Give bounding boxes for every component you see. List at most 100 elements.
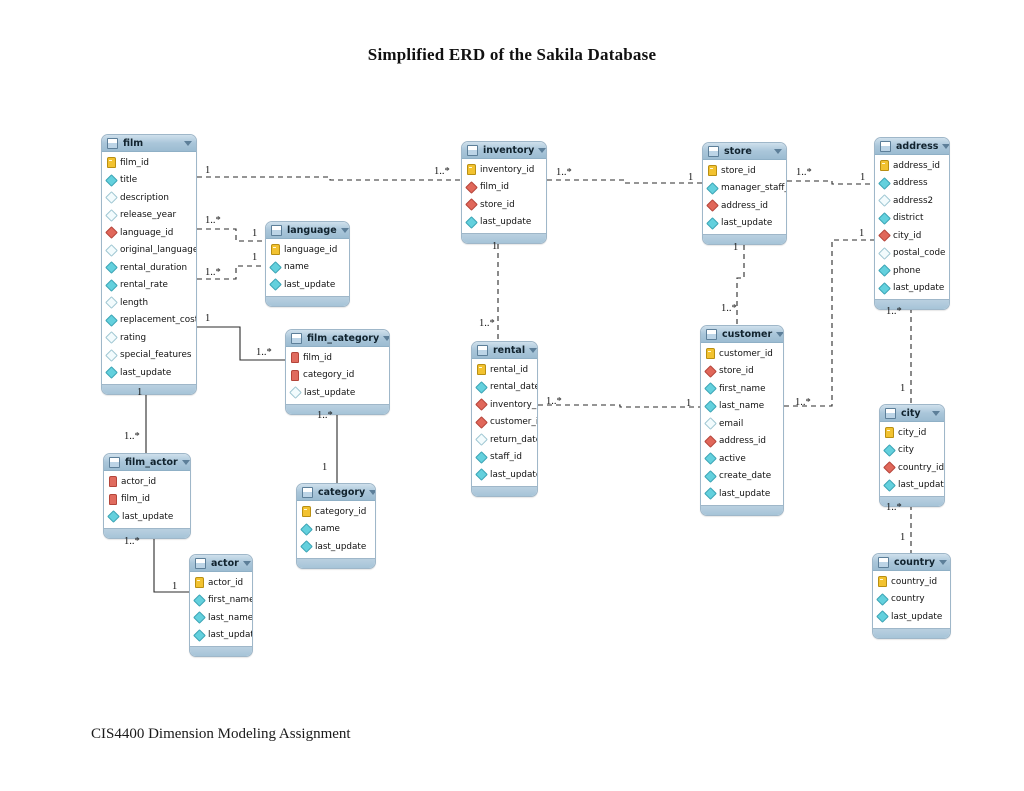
entity-header-inventory[interactable]: inventory	[462, 142, 546, 159]
column-row[interactable]: rating	[102, 329, 196, 347]
entity-header-film[interactable]: film	[102, 135, 196, 152]
column-row[interactable]: country_id	[880, 459, 944, 477]
column-row[interactable]: inventory_id	[472, 396, 537, 414]
column-row[interactable]: last_update	[873, 608, 950, 626]
column-row[interactable]: original_language_id	[102, 242, 196, 260]
entity-header-category[interactable]: category	[297, 484, 375, 501]
column-row[interactable]: special_features	[102, 347, 196, 365]
column-row[interactable]: last_update	[701, 485, 783, 503]
entity-rental[interactable]: rental rental_idrental_dateinventory_idcu…	[471, 341, 538, 497]
column-row[interactable]: last_update	[297, 538, 375, 556]
column-row[interactable]: store_id	[701, 363, 783, 381]
column-row[interactable]: address	[875, 175, 949, 193]
column-row[interactable]: address_id	[875, 157, 949, 175]
column-row[interactable]: address_id	[701, 433, 783, 451]
column-row[interactable]: language_id	[266, 241, 349, 259]
entity-header-country[interactable]: country	[873, 554, 950, 571]
column-row[interactable]: last_update	[190, 627, 252, 645]
column-row[interactable]: return_date	[472, 431, 537, 449]
column-row[interactable]: rental_rate	[102, 277, 196, 295]
chevron-down-icon[interactable]	[369, 489, 375, 495]
column-row[interactable]: film_id	[286, 349, 389, 367]
column-row[interactable]: release_year	[102, 207, 196, 225]
chevron-down-icon[interactable]	[242, 560, 251, 566]
column-row[interactable]: length	[102, 294, 196, 312]
chevron-down-icon[interactable]	[774, 148, 782, 154]
column-row[interactable]: city_id	[880, 424, 944, 442]
entity-header-language[interactable]: language	[266, 222, 349, 239]
column-row[interactable]: category_id	[297, 503, 375, 521]
column-row[interactable]: description	[102, 189, 196, 207]
column-row[interactable]: staff_id	[472, 449, 537, 467]
column-row[interactable]: film_id	[102, 154, 196, 172]
chevron-down-icon[interactable]	[538, 147, 546, 153]
column-row[interactable]: name	[266, 259, 349, 277]
column-row[interactable]: store_id	[462, 196, 546, 214]
chevron-down-icon[interactable]	[932, 410, 940, 416]
column-row[interactable]: category_id	[286, 367, 389, 385]
entity-header-store[interactable]: store	[703, 143, 786, 160]
chevron-down-icon[interactable]	[340, 227, 349, 233]
column-row[interactable]: first_name	[190, 592, 252, 610]
chevron-down-icon[interactable]	[942, 143, 949, 149]
chevron-down-icon[interactable]	[529, 347, 537, 353]
column-row[interactable]: rental_date	[472, 379, 537, 397]
column-row[interactable]: store_id	[703, 162, 786, 180]
column-row[interactable]: city	[880, 442, 944, 460]
chevron-down-icon[interactable]	[184, 140, 192, 146]
column-row[interactable]: create_date	[701, 468, 783, 486]
entity-header-customer[interactable]: customer	[701, 326, 783, 343]
column-row[interactable]: address2	[875, 192, 949, 210]
column-row[interactable]: last_update	[880, 477, 944, 495]
chevron-down-icon[interactable]	[383, 335, 389, 341]
column-row[interactable]: email	[701, 415, 783, 433]
column-row[interactable]: actor_id	[190, 574, 252, 592]
column-row[interactable]: country	[873, 591, 950, 609]
chevron-down-icon[interactable]	[939, 559, 948, 565]
column-row[interactable]: address_id	[703, 197, 786, 215]
column-row[interactable]: last_update	[104, 508, 190, 526]
column-row[interactable]: last_update	[462, 214, 546, 232]
column-row[interactable]: rental_id	[472, 361, 537, 379]
entity-header-film_category[interactable]: film_category	[286, 330, 389, 347]
entity-header-actor[interactable]: actor	[190, 555, 252, 572]
column-row[interactable]: last_update	[472, 466, 537, 484]
column-row[interactable]: name	[297, 521, 375, 539]
column-row[interactable]: last_update	[703, 215, 786, 233]
column-row[interactable]: active	[701, 450, 783, 468]
column-row[interactable]: rental_duration	[102, 259, 196, 277]
column-row[interactable]: last_name	[701, 398, 783, 416]
column-row[interactable]: inventory_id	[462, 161, 546, 179]
column-row[interactable]: phone	[875, 262, 949, 280]
column-row[interactable]: last_update	[286, 384, 389, 402]
chevron-down-icon[interactable]	[181, 459, 190, 465]
column-row[interactable]: country_id	[873, 573, 950, 591]
column-row[interactable]: postal_code	[875, 245, 949, 263]
column-row[interactable]: manager_staff_id	[703, 180, 786, 198]
entity-header-address[interactable]: address	[875, 138, 949, 155]
column-row[interactable]: last_update	[102, 364, 196, 382]
column-row[interactable]: last_update	[875, 280, 949, 298]
column-row[interactable]: film_id	[104, 491, 190, 509]
column-row[interactable]: language_id	[102, 224, 196, 242]
column-row[interactable]: district	[875, 210, 949, 228]
column-row[interactable]: customer_id	[472, 414, 537, 432]
column-row[interactable]: last_update	[266, 276, 349, 294]
column-row[interactable]: last_name	[190, 609, 252, 627]
column-row[interactable]: city_id	[875, 227, 949, 245]
entity-header-city[interactable]: city	[880, 405, 944, 422]
column-row[interactable]: film_id	[462, 179, 546, 197]
entity-header-rental[interactable]: rental	[472, 342, 537, 359]
column-row[interactable]: actor_id	[104, 473, 190, 491]
